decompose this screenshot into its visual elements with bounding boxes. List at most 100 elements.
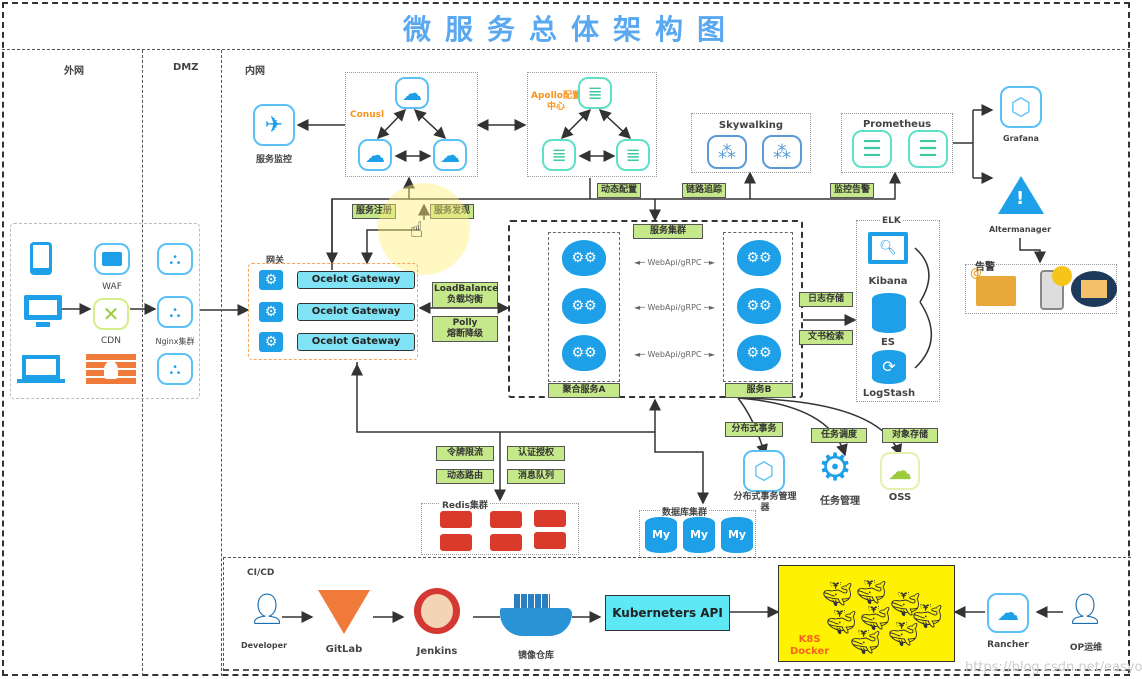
gear-icon: ⚙ [259,332,283,352]
mysql-icon-3: My [721,517,753,553]
load-balance-label: LoadBalance [434,284,499,294]
prometheus-node-2-icon: ☰ [908,130,948,168]
redis-node-icon [440,534,472,551]
waf-icon [94,243,130,275]
monitor-icon [24,295,62,328]
service-b-1-icon: ⚙⚙ [737,240,781,276]
service-cluster-group [508,220,803,398]
page-title: 微服务总体架构图 [402,13,739,46]
nginx-node-1-icon: ⛬ [157,243,193,275]
oss-icon: ☁ [880,452,920,490]
nginx-node-3-icon: ⛬ [157,353,193,385]
skywalking-group [691,113,811,173]
alert-label: 告警 [975,258,995,273]
altermanager-icon [998,176,1044,214]
ocelot-gateway-3: Ocelot Gateway [297,333,415,351]
tag-aggregate-a: 聚合服务A [548,383,620,398]
consul-label: Conusl [350,110,385,120]
grafana-label: Grafana [1003,134,1039,143]
firewall-icon [86,354,136,386]
logstash-icon: ⟳ [872,350,906,384]
email-icon [976,276,1016,306]
docker-text: Docker [790,646,830,657]
task-gear-icon: ⚙ [818,445,853,489]
service-monitor-icon: ✈ [253,104,295,146]
zone-divider-2 [221,50,222,676]
polly-cn-label: 熔断降级 [446,329,483,339]
cdn-icon: ✕ [93,298,129,330]
es-icon [872,293,906,333]
nginx-node-2-icon: ⛬ [157,296,193,328]
tag-doc-search: 文书检索 [799,330,853,345]
tag-polly: Polly 熔断降级 [432,316,498,342]
nginx-label: Nginx集群 [155,337,195,346]
jenkins-label: Jenkins [416,646,458,657]
tag-service-register: 服务注册 [352,204,397,219]
consul-node-3-icon: ☁ [433,139,467,171]
tag-service-b: 服务B [725,383,793,398]
redis-node-icon [534,510,566,527]
cdn-label: CDN [101,336,121,346]
service-b-3-icon: ⚙⚙ [737,335,781,371]
oss-label: OSS [888,492,912,503]
cicd-label: CI/CD [247,568,275,578]
skywalking-node-1-icon: ⁂ [707,135,747,169]
skywalking-node-2-icon: ⁂ [762,135,802,169]
external-group [10,223,200,399]
service-a-3-icon: ⚙⚙ [562,335,606,371]
tag-auth: 认证授权 [507,446,565,461]
tag-dynamic-route: 动态路由 [436,469,494,484]
developer-icon: 👤︎ [248,592,287,627]
tag-object-storage: 对象存储 [882,428,938,443]
tag-load-balance: LoadBalance 负载均衡 [432,282,498,308]
prometheus-group [841,113,953,173]
title-divider [2,49,1130,50]
redis-label: Redis集群 [440,498,490,511]
dtm-label: 分布式事务管理器 [733,492,797,513]
redis-node-icon [490,511,522,528]
docker-whale-icon: 🐳︎ [856,578,887,606]
ocelot-gateway-1: Ocelot Gateway [297,271,415,289]
registry-label: 镜像仓库 [517,651,554,661]
laptop-icon [17,355,65,385]
op-label: OP运维 [1069,643,1103,653]
k8s-label: K8S Docker [790,634,829,658]
dtm-icon: ⬡ [743,450,785,492]
op-icon: 👤︎ [1066,592,1105,627]
ocelot-gateway-2: Ocelot Gateway [297,303,415,321]
webapi-label-2: ◄─ WebApi/gRPC ─► [634,303,715,312]
k8s-docker-box [778,565,955,662]
watermark: https://blog.csdn.net/easyo [965,660,1142,675]
docker-containers-icon [514,594,550,608]
docker-whale-icon: 🐳︎ [826,608,857,636]
tag-dynamic-config: 动态配置 [597,183,642,198]
service-monitor-label: 服务监控 [255,155,292,165]
service-b-2-icon: ⚙⚙ [737,288,781,324]
tag-trace: 链路追踪 [682,183,727,198]
db-label: 数据库集群 [660,505,710,518]
webapi-text: WebApi/gRPC [647,258,702,267]
prometheus-node-1-icon: ☰ [852,130,892,168]
webapi-text: WebApi/gRPC [647,350,702,359]
consul-node-1-icon: ☁ [395,77,429,109]
prometheus-label: Prometheus [862,119,932,130]
zone-external-label: 外网 [64,66,84,77]
at-icon: @ [970,266,982,280]
aggregate-a-group [548,232,620,382]
service-b-group [723,232,793,382]
consul-group [345,72,478,177]
apollo-group [527,72,657,177]
apollo-label: Apollo配置 中心 [531,91,581,112]
zone-dmz-label: DMZ [173,62,199,73]
altermanager-label: Altermanager [988,225,1052,234]
jenkins-icon [414,588,460,634]
gateway-row-3: ⚙ Ocelot Gateway [259,332,415,352]
developer-label: Developer [240,641,288,650]
gitlab-label: GitLab [325,644,363,655]
tablet-icon [30,242,52,275]
alert-exclaim-icon: ! [1016,188,1025,209]
tag-monitor-alert: 监控告警 [830,183,875,198]
mysql-icon-1: My [645,517,677,553]
